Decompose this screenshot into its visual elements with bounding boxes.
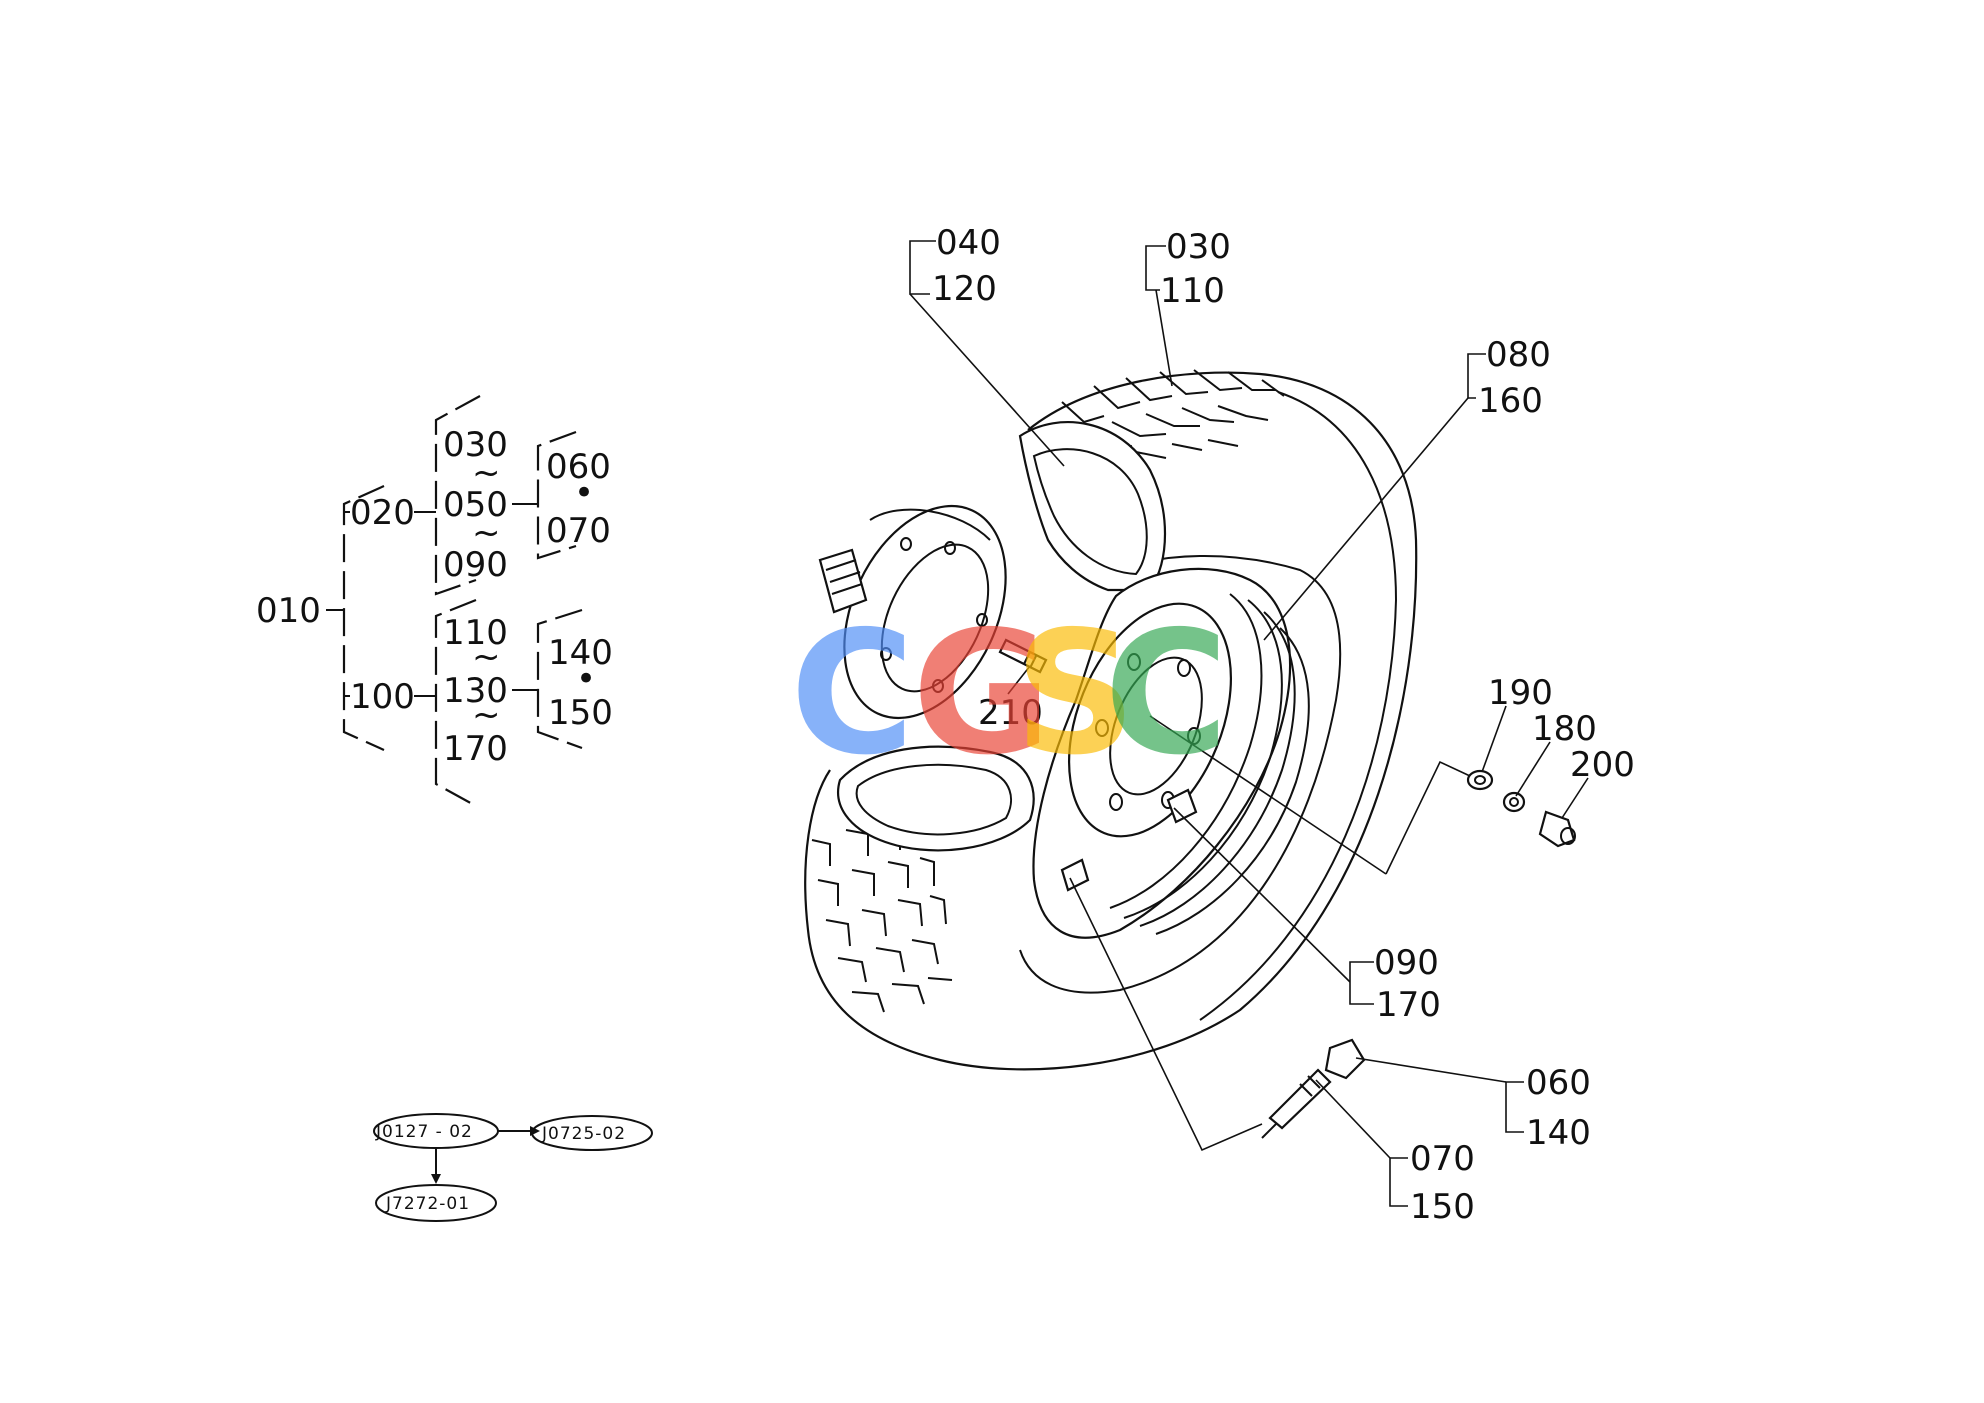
serial-oval-b — [531, 1115, 653, 1151]
wheel-stud-210 — [998, 638, 1048, 674]
callout-210: 210 — [978, 693, 1043, 733]
tree-node-130: 130 — [443, 671, 508, 711]
tree-node-140: 140 — [548, 633, 613, 673]
tree-bracket-group-top — [434, 395, 481, 596]
part-hierarchy-tree: 010 020 100 030 ~ 050 ~ 090 060 • 070 11… — [256, 395, 613, 807]
tree-bracket-sub-top — [536, 430, 577, 560]
tree-bracket-sub-bottom — [536, 608, 583, 750]
serial-oval-c — [375, 1184, 497, 1222]
tree-node-060: 060 — [546, 447, 611, 487]
watermark-letter-2: G — [912, 595, 1052, 793]
wheel-hub-disc — [1067, 602, 1233, 838]
wheel-bolt-holes — [1095, 653, 1201, 811]
callout-080: 080 — [1486, 335, 1551, 375]
tree-node-050: 050 — [443, 485, 508, 525]
tree-node-170: 170 — [443, 729, 508, 769]
tree-node-110: 110 — [443, 613, 508, 653]
callout-060: 060 — [1526, 1063, 1591, 1103]
watermark-letter-3: S — [1014, 595, 1136, 793]
tree-tilde-3: ~ — [472, 637, 501, 677]
washer-190 — [1466, 769, 1494, 791]
tree-tilde-4: ~ — [472, 695, 501, 735]
tree-node-090: 090 — [443, 545, 508, 585]
flange-bolt-holes — [880, 537, 988, 693]
callout-110: 110 — [1160, 271, 1225, 311]
serial-b-label: J0725-02 — [541, 1124, 626, 1144]
axle-stub — [818, 548, 868, 614]
callout-labels: 040 120 030 110 080 160 190 180 200 210 … — [932, 223, 1635, 1227]
serial-a-label: J0127 - 02 — [375, 1122, 473, 1142]
watermark-letter-1: C — [790, 595, 915, 793]
rim-insert-090 — [1166, 788, 1198, 824]
callout-160: 160 — [1478, 381, 1543, 421]
tree-node-100: 100 — [350, 677, 415, 717]
callout-040: 040 — [936, 223, 1001, 263]
tree-node-150: 150 — [548, 693, 613, 733]
serial-number-flow: J0127 - 02 J0725-02 J7272-01 — [373, 1113, 653, 1222]
tree-root-label: 010 — [256, 591, 321, 631]
valve-stem-070 — [1268, 1068, 1332, 1130]
wheel-assembly-drawing — [804, 369, 1576, 1139]
tire-cutaway-bottom — [837, 745, 1035, 852]
tree-dot-top: • — [574, 473, 594, 513]
tree-node-070: 070 — [546, 511, 611, 551]
lock-washer-180 — [1502, 791, 1526, 813]
callout-070: 070 — [1410, 1139, 1475, 1179]
valve-cap-060 — [1324, 1038, 1366, 1080]
tire-plug-bottom — [1060, 858, 1090, 892]
tree-dot-bottom: • — [576, 659, 596, 699]
tree-tilde-2: ~ — [472, 513, 501, 553]
tree-tilde-1: ~ — [472, 453, 501, 493]
callout-140: 140 — [1526, 1113, 1591, 1153]
callout-090: 090 — [1374, 943, 1439, 983]
callout-200: 200 — [1570, 745, 1635, 785]
tree-bracket-level1 — [342, 484, 385, 752]
callout-030: 030 — [1166, 227, 1231, 267]
callout-180: 180 — [1532, 709, 1597, 749]
tree-bracket-group-bottom — [434, 598, 477, 807]
watermark-logo: C G S C — [790, 595, 1229, 793]
watermark-letter-4: C — [1104, 595, 1229, 793]
callout-170: 170 — [1376, 985, 1441, 1025]
callout-190: 190 — [1488, 673, 1553, 713]
callout-120: 120 — [932, 269, 997, 309]
tree-node-030: 030 — [443, 425, 508, 465]
serial-c-label: J7272-01 — [385, 1194, 470, 1214]
tree-node-020: 020 — [350, 493, 415, 533]
leader-lines — [909, 240, 1589, 1207]
callout-150: 150 — [1410, 1187, 1475, 1227]
